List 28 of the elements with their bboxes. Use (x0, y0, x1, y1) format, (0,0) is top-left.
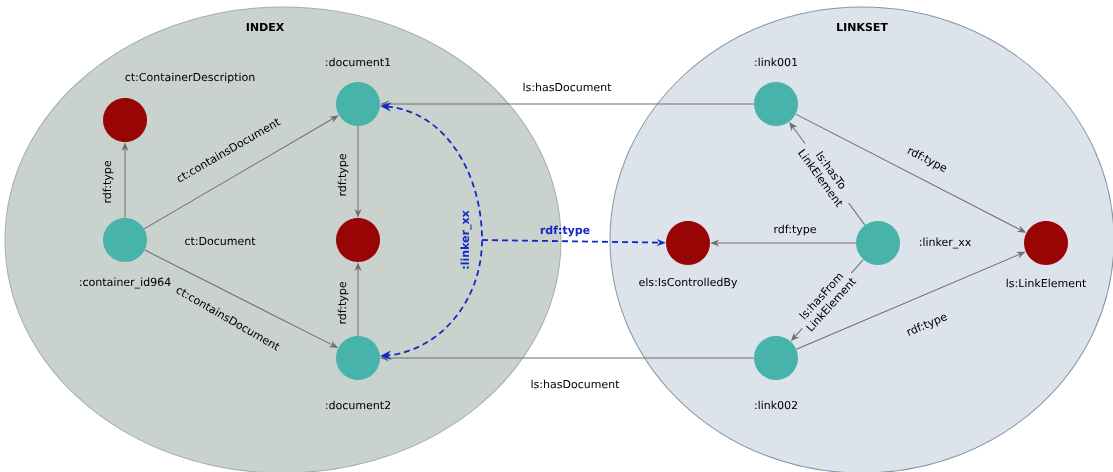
node-label: :document2 (326, 400, 390, 410)
node-label: els:IsControlledBy (639, 277, 738, 289)
class-label: ct:Document (185, 236, 256, 246)
arrow (122, 143, 128, 219)
arrow (355, 263, 361, 337)
node-label: :document1 (326, 57, 391, 67)
edge-label: rdf:type (540, 225, 590, 237)
edge-label: :linker_xx (460, 210, 472, 269)
edge-label: rdf:type (774, 224, 816, 236)
arrow (143, 115, 339, 230)
node-label: ls:LinkElement (1006, 278, 1087, 288)
edge-label: rdf:type (337, 154, 349, 196)
node-label: :linker_xx (920, 237, 971, 249)
arrow (355, 125, 361, 217)
arrow (795, 251, 1025, 350)
arrow (381, 355, 755, 361)
node-label: :container_id964 (80, 277, 171, 289)
arrow (381, 101, 755, 107)
arrow (795, 113, 1026, 233)
edge-label: rdf:type (337, 282, 349, 324)
edge-label: rdf:type (102, 161, 114, 203)
node-label: :link001 (755, 57, 798, 67)
node-label: :link002 (755, 400, 797, 410)
node-circle (336, 218, 380, 262)
edge-label: ls:hasDocument (523, 82, 612, 92)
arrow (144, 249, 338, 348)
arrow (711, 240, 857, 246)
node-label: ct:ContainerDescription (125, 72, 255, 84)
